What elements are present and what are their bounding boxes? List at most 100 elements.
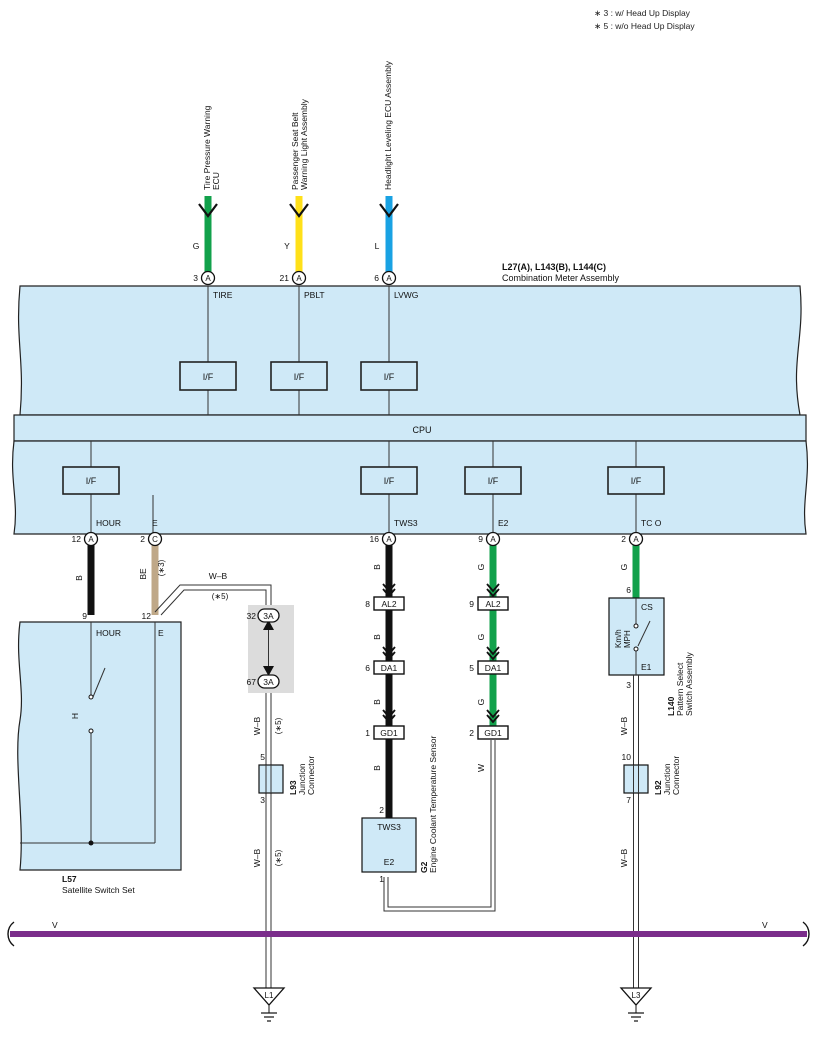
if-block: I/F bbox=[179, 361, 237, 391]
if-label: I/F bbox=[203, 372, 214, 382]
wire-color-label: W bbox=[476, 764, 486, 772]
wire-color-label: G bbox=[193, 241, 200, 251]
device-label-pblt-line2: Warning Light Assembly bbox=[299, 98, 309, 190]
if-block: I/F bbox=[607, 466, 665, 495]
terminal-label-e: E bbox=[152, 518, 158, 528]
component-id: L92 bbox=[653, 780, 663, 795]
unit-label: MPH bbox=[623, 630, 632, 648]
wire-color-label: G bbox=[476, 699, 486, 706]
connector-al2-right: AL2 9 bbox=[469, 596, 509, 611]
switch-contact bbox=[633, 623, 639, 629]
svg-text:I/F: I/F bbox=[86, 476, 97, 486]
switch-contact bbox=[633, 646, 639, 652]
pattern-select-switch: CS E1 Km/h MPH 6 3 L140 Pattern Select S… bbox=[608, 585, 694, 716]
svg-text:A: A bbox=[386, 535, 392, 544]
terminal-label: HOUR bbox=[96, 628, 121, 638]
engine-coolant-temp-sensor: TWS3 E2 2 1 G2 Engine Coolant Temperatur… bbox=[361, 735, 438, 884]
if-block: I/F bbox=[270, 361, 328, 391]
unit-label: Km/h bbox=[614, 629, 623, 648]
junction-connector-l93: 5 3 L93 Junction Connector bbox=[258, 752, 316, 805]
component-name: Junction bbox=[662, 763, 672, 795]
note-line: ∗ 3 : w/ Head Up Display bbox=[594, 8, 691, 18]
connector-pin-circle: C 2 bbox=[140, 531, 163, 547]
svg-text:I/F: I/F bbox=[488, 476, 499, 486]
connector-pin-circle: A 6 bbox=[374, 270, 397, 286]
meter-upper-box bbox=[17, 285, 802, 416]
pin-number: 3 bbox=[260, 795, 265, 805]
cpu-bar bbox=[13, 414, 807, 442]
bus-label: V bbox=[762, 920, 768, 930]
svg-text:9: 9 bbox=[478, 534, 483, 544]
device-label-tire-line2: ECU bbox=[211, 172, 221, 190]
terminal-label: TWS3 bbox=[377, 822, 401, 832]
connector-pin-circle: A 3 bbox=[193, 270, 216, 286]
device-label-lvwg: Headlight Leveling ECU Assembly bbox=[383, 60, 393, 190]
svg-text:I/F: I/F bbox=[384, 476, 395, 486]
terminal-label-tco: TC O bbox=[641, 518, 662, 528]
svg-text:A: A bbox=[88, 535, 94, 544]
pin-number: 6 bbox=[374, 273, 379, 283]
svg-text:AL2: AL2 bbox=[485, 599, 500, 609]
connector-pin-circle: A 21 bbox=[280, 270, 307, 286]
if-block: I/F bbox=[360, 466, 418, 495]
satellite-switch-set: HOUR E 9 12 H L57 Satellite Switch Set bbox=[17, 611, 182, 895]
wire-color-label: B bbox=[372, 699, 382, 705]
connector-pin-circle: A 2 bbox=[621, 531, 644, 547]
if-block: I/F bbox=[360, 361, 418, 391]
wire-color-label: BE bbox=[138, 568, 148, 580]
component-id: L93 bbox=[288, 780, 298, 795]
wire-color-label: Y bbox=[284, 241, 290, 251]
wire-color-label: G bbox=[476, 564, 486, 571]
wire-note: (∗5) bbox=[212, 592, 229, 601]
svg-text:A: A bbox=[205, 274, 211, 283]
pin-number: 5 bbox=[260, 752, 265, 762]
wire-wb-ground-l1 bbox=[154, 584, 272, 988]
svg-text:C: C bbox=[152, 535, 158, 544]
wire-color-label: L bbox=[375, 241, 380, 251]
note-line: ∗ 5 : w/o Head Up Display bbox=[594, 21, 695, 31]
pin-number: 1 bbox=[379, 874, 384, 884]
pin-number: 12 bbox=[142, 611, 152, 621]
if-block: I/F bbox=[62, 466, 120, 495]
svg-text:A: A bbox=[490, 535, 496, 544]
top-interface-lines bbox=[207, 286, 390, 415]
svg-text:16: 16 bbox=[370, 534, 380, 544]
terminal-label: E2 bbox=[384, 857, 395, 867]
terminal-label-pblt: PBLT bbox=[304, 290, 325, 300]
component-name: Switch Assembly bbox=[684, 651, 694, 716]
pin-number: 7 bbox=[626, 795, 631, 805]
terminal-label-e2: E2 bbox=[498, 518, 509, 528]
svg-text:A: A bbox=[386, 274, 392, 283]
svg-text:12: 12 bbox=[72, 534, 82, 544]
connector-pin-circle: A 16 bbox=[370, 531, 397, 547]
terminal-label-tws3: TWS3 bbox=[394, 518, 418, 528]
wire-color-label: G bbox=[476, 634, 486, 641]
wire-color-label: B bbox=[372, 564, 382, 570]
svg-text:6: 6 bbox=[365, 663, 370, 673]
wire-color-label: B bbox=[372, 634, 382, 640]
terminal-label: E1 bbox=[641, 662, 652, 672]
wire-e2-white bbox=[383, 740, 496, 912]
svg-text:GD1: GD1 bbox=[484, 728, 502, 738]
svg-text:A: A bbox=[296, 274, 302, 283]
ground-label: L1 bbox=[265, 991, 274, 1000]
ground-l3: L3 bbox=[619, 987, 653, 1022]
svg-text:I/F: I/F bbox=[631, 476, 642, 486]
wire-note: (∗5) bbox=[274, 849, 283, 866]
svg-text:DA1: DA1 bbox=[381, 663, 398, 673]
wire-color-label: G bbox=[619, 564, 629, 571]
connector-pin-circle: A 9 bbox=[478, 531, 501, 547]
pin-number: 21 bbox=[280, 273, 290, 283]
terminal-label-tire: TIRE bbox=[213, 290, 233, 300]
ground-label: L3 bbox=[632, 991, 641, 1000]
wire-color-label: W–B bbox=[209, 571, 228, 581]
v-bus: V V bbox=[7, 920, 810, 947]
junction-3a: 3A 32 3A 67 bbox=[247, 605, 294, 693]
pin-number: 6 bbox=[626, 585, 631, 595]
wire-color-label: W–B bbox=[252, 848, 262, 867]
pin-number: 3 bbox=[626, 680, 631, 690]
pin-number: 2 bbox=[379, 805, 384, 815]
terminal-label: E bbox=[158, 628, 164, 638]
